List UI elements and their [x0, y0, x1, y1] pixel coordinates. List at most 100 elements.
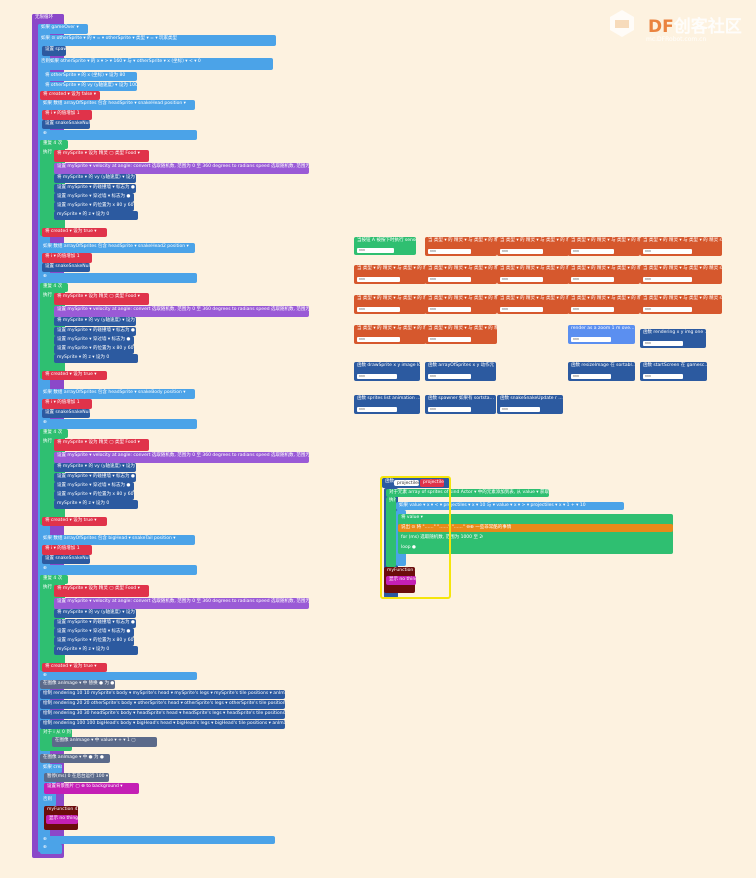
draw-rendering-block[interactable]: 绘制 rendering 30 30 headSprite's body ▾ h… — [40, 710, 285, 719]
do-label[interactable]: 执行 — [386, 497, 396, 567]
set-vy-block[interactable]: 将 mySprite ▾ 的 vy (y轴速度) ▾ 设为 100 — [54, 174, 136, 183]
set-z-block[interactable]: mySprite ▾ 的 z ▾ 设为 0 — [54, 354, 138, 363]
set-flag-block[interactable]: 设置 mySprite ▾ 的碰撞墙 ▾ 标志为 ● — [54, 473, 136, 482]
render-block-collapsed[interactable]: render as a zoom 1 m ove…⁎⁎⁎ — [568, 325, 635, 344]
set-velocity-block[interactable]: 设置 mySprite ▾ velocity at angle: convert… — [54, 163, 309, 174]
do-label[interactable]: 执行 — [40, 149, 54, 157]
loop-block[interactable]: loop ● — [398, 544, 423, 552]
pause-block[interactable]: 暂停(ms) 0 在后台运行 100 ▾ 毫秒 — [44, 773, 109, 782]
overlap-event-collapsed[interactable]: 当 类型 ▾ 的 精灵 ▾ 与 类型 ▾ 的 精灵 sp…⁎⁎⁎ — [354, 265, 426, 284]
for-each-block[interactable]: 对于元素 array of sprites of kind Actor ▾ 中的… — [386, 489, 549, 497]
change-index-block[interactable]: 将 i ▾ 的值增加 1 — [42, 399, 92, 409]
set-flag-block[interactable]: 设置 mySprite ▾ 穿过墙 ▾ 标志为 ● — [54, 482, 134, 491]
set-position-block[interactable]: 设置 mySprite ▾ 的位置为 x 80 y 60 — [54, 491, 134, 500]
block-end-bar[interactable]: ⊕ — [40, 844, 62, 854]
set-z-block[interactable]: mySprite ▾ 的 z ▾ 设为 0 — [54, 646, 138, 655]
do-label[interactable]: 执行 — [40, 584, 54, 592]
set-sprite-block[interactable]: 将 mySprite ▾ 设为 精灵 ▢ 类型 Food ▾ — [54, 293, 149, 305]
if-array-block[interactable]: 如果 数组 arrayOfSprites 包含 bigHead ▾ snakeT… — [40, 535, 195, 545]
function-startscreen-collapsed[interactable]: 函数 startScreen 在 gamesc…⁎⁎⁎ — [640, 362, 707, 381]
function-arraysprites-collapsed[interactable]: 函数 arrayOfSprites x y 动作元 …⁎⁎⁎ — [425, 362, 496, 381]
function-name-field[interactable]: projectileArr — [394, 480, 419, 486]
overlap-event-collapsed[interactable]: 当 类型 ▾ 的 精灵 ▾ 与 类型 ▾ 的 精灵 sp…⁎⁎⁎ — [425, 265, 497, 284]
show-block[interactable]: 显示 no thing ▾ — [386, 576, 416, 585]
block-end-bar[interactable]: ⊕ — [40, 565, 197, 575]
set-velocity-block[interactable]: 设置 mySprite ▾ velocity at angle: convert… — [54, 452, 309, 463]
set-flag-block[interactable]: 设置 mySprite ▾ 的碰撞墙 ▾ 标志为 ● — [54, 327, 136, 336]
overlap-event-collapsed[interactable]: 当 类型 ▾ 的 精灵 ▾ 与 类型 ▾ 的 精灵 sp…⁎⁎⁎ — [568, 265, 640, 284]
set-z-block[interactable]: mySprite ▾ 的 z ▾ 设为 0 — [54, 211, 138, 220]
overlap-event-collapsed[interactable]: 当 类型 ▾ 的 精灵 ▾ 与 类型 ▾ 的 精灵 sp…⁎⁎⁎ — [497, 265, 569, 284]
if-created-block[interactable]: 如果 created ▾ — [40, 764, 62, 773]
repeat-block[interactable]: 重复 4 次 — [40, 283, 68, 292]
change-index-block[interactable]: 将 i ▾ 的值增加 1 — [42, 545, 92, 555]
image-set-block[interactable]: 在图像 anImage ▾ 中 value ▾ + ▾ 1 ▢ — [52, 737, 157, 747]
set-vy-block[interactable]: 将 otherSprite ▾ 的 vy (y轴速度) ▾ 设为 100 — [42, 82, 137, 91]
set-created-true-block[interactable]: 将 created ▾ 设为 true ▾ — [42, 517, 107, 526]
function-rendering-collapsed[interactable]: 函数 rendering x y img one …⁎⁎⁎ — [640, 329, 706, 348]
set-created-block[interactable]: 将 created ▾ 设为 false ▾ — [40, 91, 100, 100]
set-position-block[interactable]: 设置 mySprite ▾ 的位置为 x 80 y 60 — [54, 202, 134, 211]
set-created-true-block[interactable]: 将 created ▾ 设为 true ▾ — [42, 663, 107, 672]
parameter-projectiles[interactable]: projectiles — [420, 479, 444, 487]
overlap-event-collapsed[interactable]: 当 类型 ▾ 的 精灵 ▾ 与 类型 ▾ 的 精灵 sp…⁎⁎⁎ — [640, 295, 722, 314]
overlap-event-collapsed[interactable]: 当 类型 ▾ 的 精灵 ▾ 与 类型 ▾ 的 精灵 sp…⁎⁎⁎ — [425, 295, 497, 314]
block-end-bar[interactable]: ⊕ — [40, 419, 197, 429]
image-replace-block[interactable]: 在图像 anImage ▾ 中 替换 ● 为 ● — [40, 680, 115, 689]
function-spriteslist-collapsed[interactable]: 函数 sprites list animation …⁎⁎⁎ — [354, 395, 420, 414]
set-vy-block[interactable]: 将 mySprite ▾ 的 vy (y轴速度) ▾ 设为 100 — [54, 463, 136, 472]
change-index-block[interactable]: 将 i ▾ 的值增加 1 — [42, 110, 92, 120]
draw-rendering-block[interactable]: 绘制 rendering 100 100 bigHead's body ▾ bi… — [40, 720, 285, 729]
draw-rendering-block[interactable]: 绘制 rendering 20 20 otherSprite's body ▾ … — [40, 700, 285, 709]
overlap-event-collapsed[interactable]: 当 类型 ▾ 的 精灵 ▾ 与 类型 ▾ 的 精灵 sp…⁎⁎⁎ — [497, 237, 569, 256]
set-flag-block[interactable]: 设置 mySprite ▾ 的碰撞墙 ▾ 标志为 ● — [54, 184, 136, 193]
else-if-block[interactable]: 否则如果 otherSprite ▾ 的 x ▾ > ▾ 160 ▾ 与 ▾ o… — [38, 58, 273, 70]
change-index-block[interactable]: 将 i ▾ 的值增加 1 — [42, 253, 92, 263]
if-array-block[interactable]: 如果 数组 arrayOfSprites 包含 headSprite ▾ sna… — [40, 243, 195, 253]
set-background-block[interactable]: 设置背景图片 ▢ ⊕ to background ▾ — [44, 783, 139, 794]
set-created-true-block[interactable]: 将 created ▾ 设为 true ▾ — [42, 228, 107, 237]
repeat-block[interactable]: 重复 4 次 — [40, 140, 68, 149]
overlap-event-collapsed[interactable]: 当 类型 ▾ 的 精灵 ▾ 与 类型 ▾ 的 精灵 sp…⁎⁎⁎ — [497, 295, 569, 314]
if-array-block[interactable]: 如果 数组 arrayOfSprites 包含 headSprite ▾ sna… — [40, 100, 195, 110]
function-drawsprite-collapsed[interactable]: 函数 drawSprite x y image lo…⁎⁎⁎ — [354, 362, 420, 381]
overlap-event-collapsed[interactable]: 当 类型 ▾ 的 精灵 ▾ 与 类型 ▾ 的 精灵 sp…⁎⁎⁎ — [640, 237, 722, 256]
block-end-bar[interactable]: ⊕ — [40, 130, 197, 140]
set-sprite-block[interactable]: 将 mySprite ▾ 设为 精灵 ▢ 类型 Food ▾ — [54, 439, 149, 451]
set-position-block[interactable]: 设置 mySprite ▾ 的位置为 x 80 y 60 — [54, 345, 134, 354]
set-count-block[interactable]: 设置 snakeSnakeNum 0 — [42, 555, 90, 564]
image-fill-block[interactable]: 在图像 anImage ▾ 中 ● 为 ● — [40, 754, 110, 763]
set-position-block[interactable]: 设置 mySprite ▾ 的位置为 x 80 y 60 — [54, 637, 134, 646]
set-sprite-block[interactable]: 将 mySprite ▾ 设为 精灵 ▢ 类型 Food ▾ — [54, 150, 149, 162]
set-sprite-block[interactable]: 将 mySprite ▾ 设为 精灵 ▢ 类型 Food ▾ — [54, 585, 149, 597]
set-count-block[interactable]: 设置 snakeSnakeNum 0 — [42, 263, 90, 272]
overlap-event-collapsed[interactable]: 当 类型 ▾ 的 精灵 ▾ 与 类型 ▾ 的 精灵 sp…⁎⁎⁎ — [425, 325, 497, 344]
block-end-bar[interactable]: ⊕ — [40, 672, 197, 680]
set-count-block[interactable]: 设置 snakeSnakeNum 0 — [42, 409, 90, 418]
set-flag-block[interactable]: 设置 mySprite ▾ 穿过墙 ▾ 标志为 ● — [54, 628, 134, 637]
do-label[interactable]: 执行 — [40, 438, 54, 446]
overlap-event-collapsed[interactable]: 当 类型 ▾ 的 精灵 ▾ 与 类型 ▾ 的 精灵 sp…⁎⁎⁎ — [354, 295, 426, 314]
event-block-collapsed[interactable]: 当按钮 A 被按下时执行 sensor⁎⁎⁎ — [354, 237, 416, 255]
repeat-block[interactable]: 重复 4 次 — [40, 575, 68, 584]
block-end-bar[interactable]: ⊕ — [40, 273, 197, 283]
set-z-block[interactable]: mySprite ▾ 的 z ▾ 设为 0 — [54, 500, 138, 509]
if-overlap-block[interactable]: 如果 ⊙ otherSprite ▾ 的 ▾ = ▾ otherSprite ▾… — [38, 35, 276, 46]
forever-block-header[interactable]: 无限循环 — [32, 14, 64, 24]
overlap-event-collapsed[interactable]: 当 类型 ▾ 的 精灵 ▾ 与 类型 ▾ 的 精灵 sp…⁎⁎⁎ — [640, 265, 722, 284]
set-created-true-block[interactable]: 将 created ▾ 设为 true ▾ — [42, 371, 107, 380]
function-snakeupdate-collapsed[interactable]: 函数 snakeSnakeUpdate r …⁎⁎⁎ — [497, 395, 563, 414]
set-velocity-block[interactable]: 设置 mySprite ▾ velocity at angle: convert… — [54, 598, 309, 609]
set-flag-block[interactable]: 设置 mySprite ▾ 的碰撞墙 ▾ 标志为 ● — [54, 619, 136, 628]
function-resizeimage-collapsed[interactable]: 函数 resizeImage 在 sortabl…⁎⁎⁎ — [568, 362, 635, 381]
set-spawned-block[interactable]: 设置 spawned — [42, 46, 66, 56]
if-condition-block[interactable]: 如果 value ▾ x ▾ < ▾ projectiles ▾ x ▾ 10 … — [396, 502, 624, 510]
set-x-block[interactable]: 将 otherSprite ▾ 的 x (坐标) ▾ 设为 80 — [42, 72, 137, 81]
say-block[interactable]: 说出 ⊙ 将 "……" "……" "……" ⊖⊕ 一些非常酷的事情 — [398, 524, 673, 532]
if-gameover-block[interactable]: 如果 gameOver ▾ — [38, 24, 88, 34]
set-value-block[interactable]: 将 value ▾ — [398, 514, 423, 523]
overlap-event-collapsed[interactable]: 当 类型 ▾ 的 精灵 ▾ 与 类型 ▾ 的 精灵 sp…⁎⁎⁎ — [425, 237, 497, 256]
overlap-event-collapsed[interactable]: 当 类型 ▾ 的 精灵 ▾ 与 类型 ▾ 的 精灵 sp…⁎⁎⁎ — [568, 295, 640, 314]
if-array-block[interactable]: 如果 数组 arrayOfSprites 包含 headSprite ▾ sna… — [40, 389, 195, 399]
draw-rendering-block[interactable]: 绘制 rendering 10 10 mySprite's body ▾ myS… — [40, 690, 285, 699]
